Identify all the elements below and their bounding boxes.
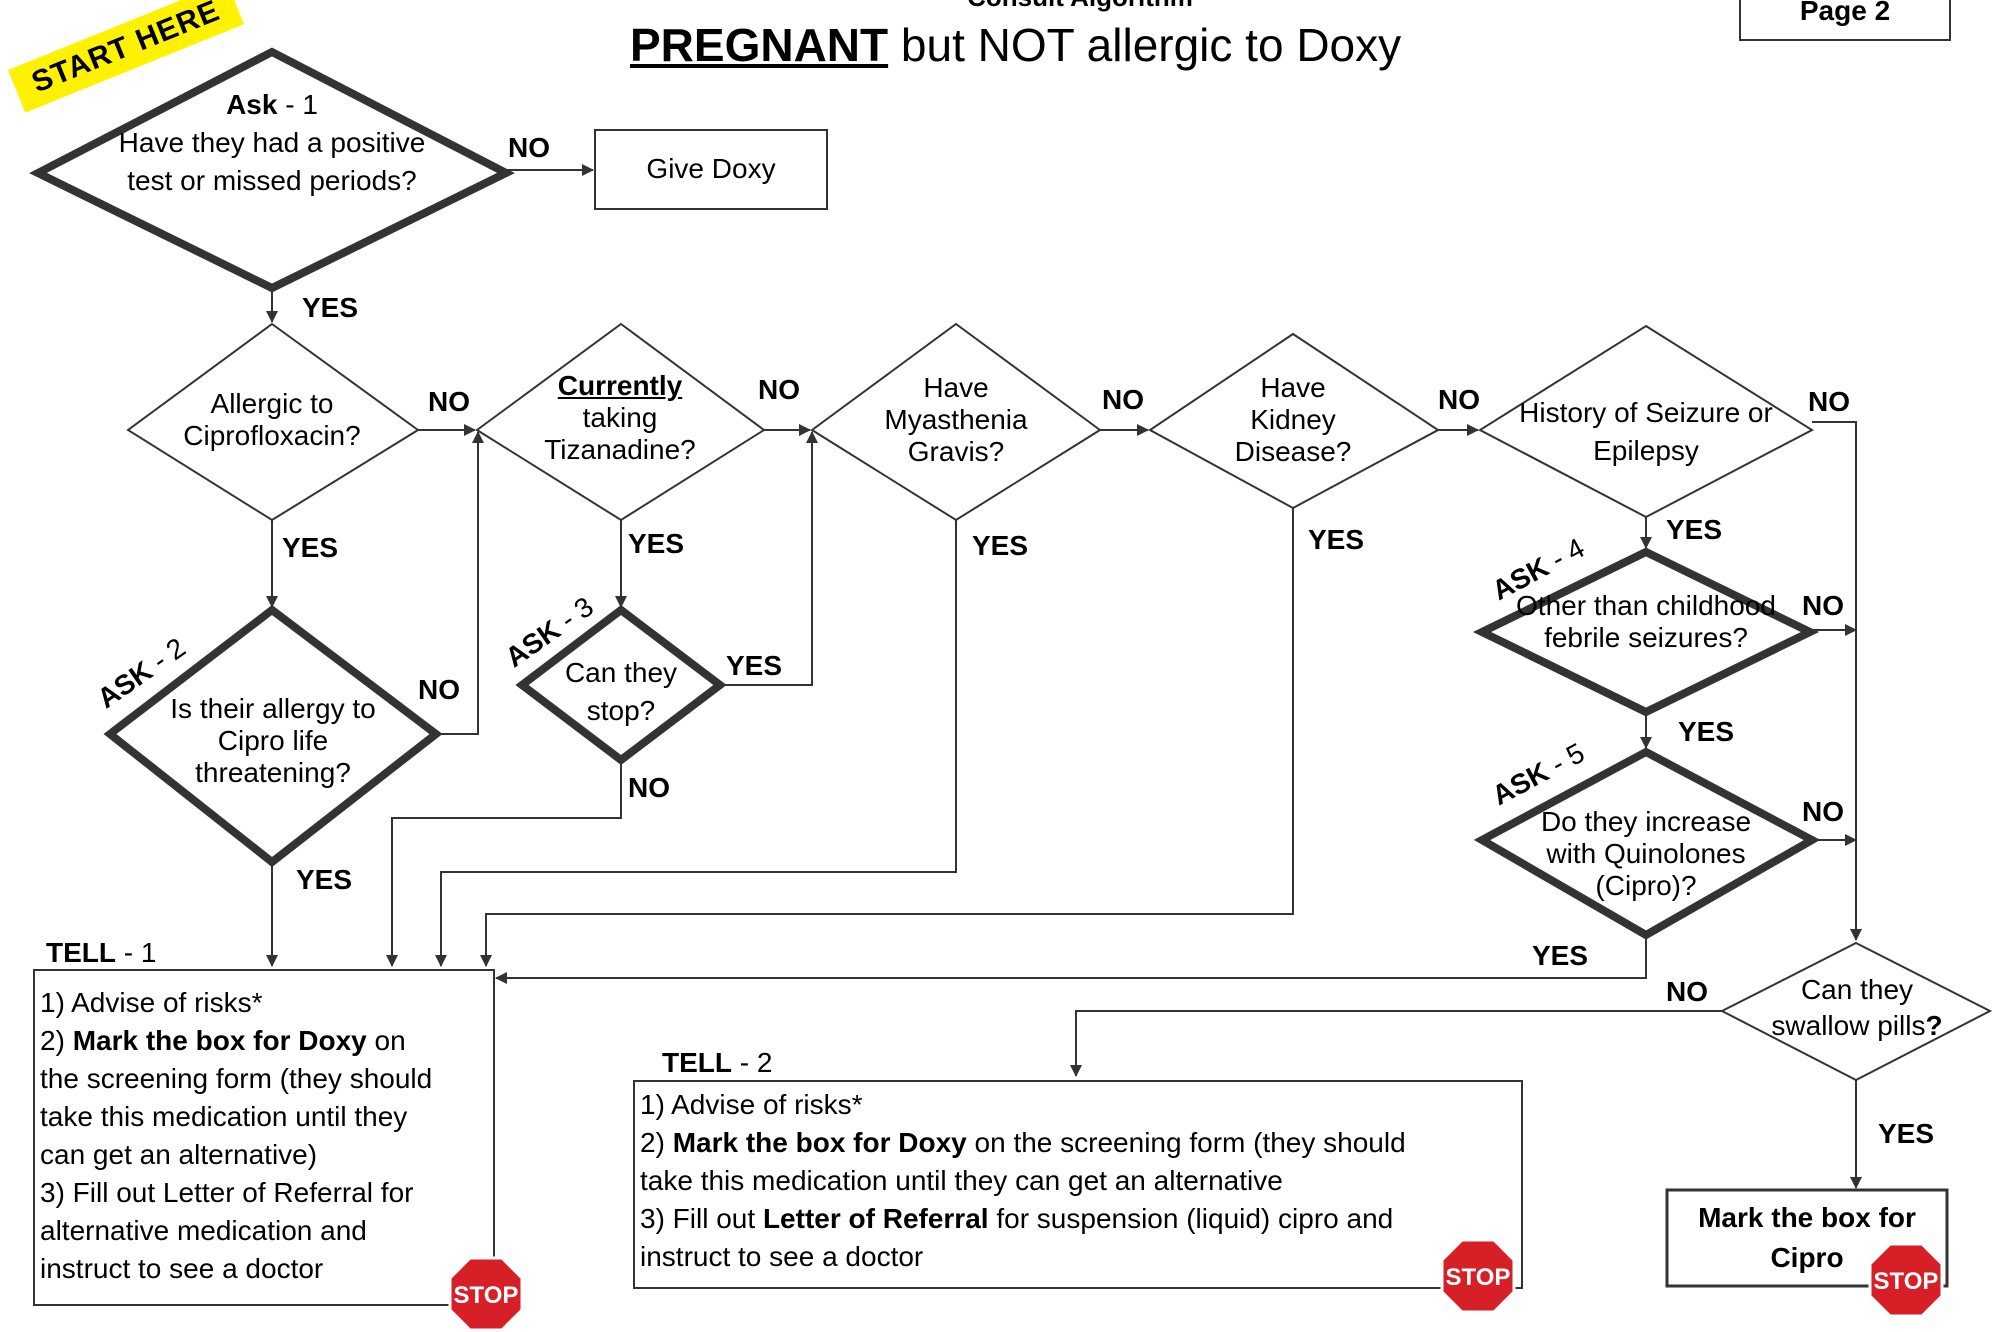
yes-label-swallow: YES (1878, 1118, 1935, 1149)
tell2-text: 1) Advise of risks* 2) Mark the box for … (640, 1086, 1520, 1276)
arrow-kidney-yes (480, 508, 1294, 967)
arrow-ask3-yes (720, 431, 818, 686)
tell1-line6: 3) Fill out Letter of Referral for (40, 1177, 414, 1208)
no-label-tiz: NO (758, 374, 800, 405)
tizanadine-question: Currently taking Tizanadine? (520, 370, 720, 466)
arrow-ask3-no (386, 760, 622, 967)
ask4-question: Other than childhood febrile seizures? (1516, 590, 1776, 653)
tizanadine-currently: Currently (557, 370, 683, 401)
yes-label-cipro: YES (282, 532, 339, 563)
no-label-kidney: NO (1438, 384, 1480, 415)
stop-sign-cipro: STOP (1868, 1242, 1944, 1318)
no-label-seizure: NO (1808, 386, 1850, 417)
swallow-question: Can they swallow pills? (1752, 972, 1962, 1044)
ask1-num: - 1 (277, 89, 318, 120)
page-label-box (1739, 0, 1951, 41)
stop-label-tell1: STOP (454, 1282, 519, 1309)
tell2-line5: instruct to see a doctor (640, 1241, 924, 1272)
no-label-cipro: NO (428, 386, 470, 417)
ask1-question: Have they had a positive test or missed … (118, 127, 426, 196)
mark-cipro-label: Mark the box for Cipro (1698, 1202, 1916, 1273)
tell1-line2: 2) Mark the box for Doxy on (40, 1025, 406, 1056)
tell1-line3: the screening form (they should (40, 1063, 433, 1094)
no-label-ask5: NO (1802, 796, 1844, 827)
tell2-line3: take this medication until they can get … (640, 1165, 1283, 1196)
tell2-line2: 2) Mark the box for Doxy on the screenin… (640, 1127, 1406, 1158)
tell2-line1: 1) Advise of risks* (640, 1089, 863, 1120)
yes-label-mg: YES (972, 530, 1029, 561)
tell1-text: 1) Advise of risks* 2) Mark the box for … (40, 984, 492, 1288)
tell1-line5: can get an alternative) (40, 1139, 318, 1170)
ask3-question: Can they stop? (564, 657, 678, 726)
no-label-ask3: NO (628, 772, 670, 803)
cipro-question: Allergic to Ciprofloxacin? (183, 388, 361, 451)
arrow-swallow-no (1070, 1010, 1722, 1077)
tizanadine-rest: taking Tizanadine? (544, 402, 696, 465)
give-doxy-box (594, 129, 828, 210)
arrow-seizure-no (1812, 421, 1862, 941)
tell2-box (633, 1080, 1523, 1289)
no-label-ask4: NO (1802, 590, 1844, 621)
yes-label-ask2: YES (296, 864, 353, 895)
ask2-question: Is their allergy to Cipro life threateni… (170, 693, 376, 788)
mg-question: Have Myasthenia Gravis? (884, 372, 1028, 467)
yes-label-tiz: YES (628, 528, 685, 559)
no-label-mg: NO (1102, 384, 1144, 415)
tell1-title: TELL - 1 (46, 937, 157, 968)
header-title-bold: PREGNANT (630, 19, 889, 71)
seizure-question: History of Seizure or Epilepsy (1519, 397, 1773, 466)
page-label: Page 2 (1799, 0, 1891, 26)
tell1-line8: instruct to see a doctor (40, 1253, 324, 1284)
yes-label-ask4: YES (1678, 716, 1735, 747)
yes-label-ask3: YES (726, 650, 783, 681)
give-doxy-label: Give Doxy (646, 153, 776, 184)
no-label-ask1: NO (508, 132, 550, 163)
swallow-mark: ? (1925, 1010, 1943, 1041)
arrow-ask5-yes (495, 935, 1647, 984)
yes-label-kidney: YES (1308, 524, 1365, 555)
tell2-line4: 3) Fill out Letter of Referral for suspe… (640, 1203, 1394, 1234)
swallow-text: Can they swallow pills (1771, 974, 1926, 1041)
tell1-line7: alternative medication and (40, 1215, 367, 1246)
tell1-line1: 1) Advise of risks* (40, 987, 263, 1018)
no-label-swallow: NO (1666, 976, 1708, 1007)
ask5-question: Do they increase with Quinolones (Cipro)… (1540, 806, 1752, 901)
stop-label-cipro: STOP (1874, 1268, 1939, 1295)
yes-label-ask5: YES (1532, 940, 1589, 971)
header-title: PREGNANT but NOT allergic to Doxy (630, 18, 1530, 72)
tell1-line4: take this medication until they (40, 1101, 408, 1132)
tell2-title: TELL - 2 (662, 1047, 773, 1078)
header-subtitle: Consult Algorithm (830, 0, 1330, 13)
stop-sign-tell1: STOP (448, 1256, 524, 1332)
stop-sign-tell2: STOP (1440, 1238, 1516, 1314)
ask1-ask: Ask (226, 89, 278, 120)
arrow-mg-yes (435, 520, 957, 967)
yes-label-seizure: YES (1666, 514, 1723, 545)
arrow-ask2-no (436, 431, 484, 735)
tell1-box (33, 969, 495, 1306)
kidney-question: Have Kidney Disease? (1234, 372, 1352, 467)
header-title-rest: but NOT allergic to Doxy (888, 19, 1402, 71)
stop-label-tell2: STOP (1446, 1264, 1511, 1291)
ask1-heading: Ask - 1 (172, 88, 372, 121)
yes-label-ask1: YES (302, 292, 359, 323)
no-label-ask2: NO (418, 674, 460, 705)
